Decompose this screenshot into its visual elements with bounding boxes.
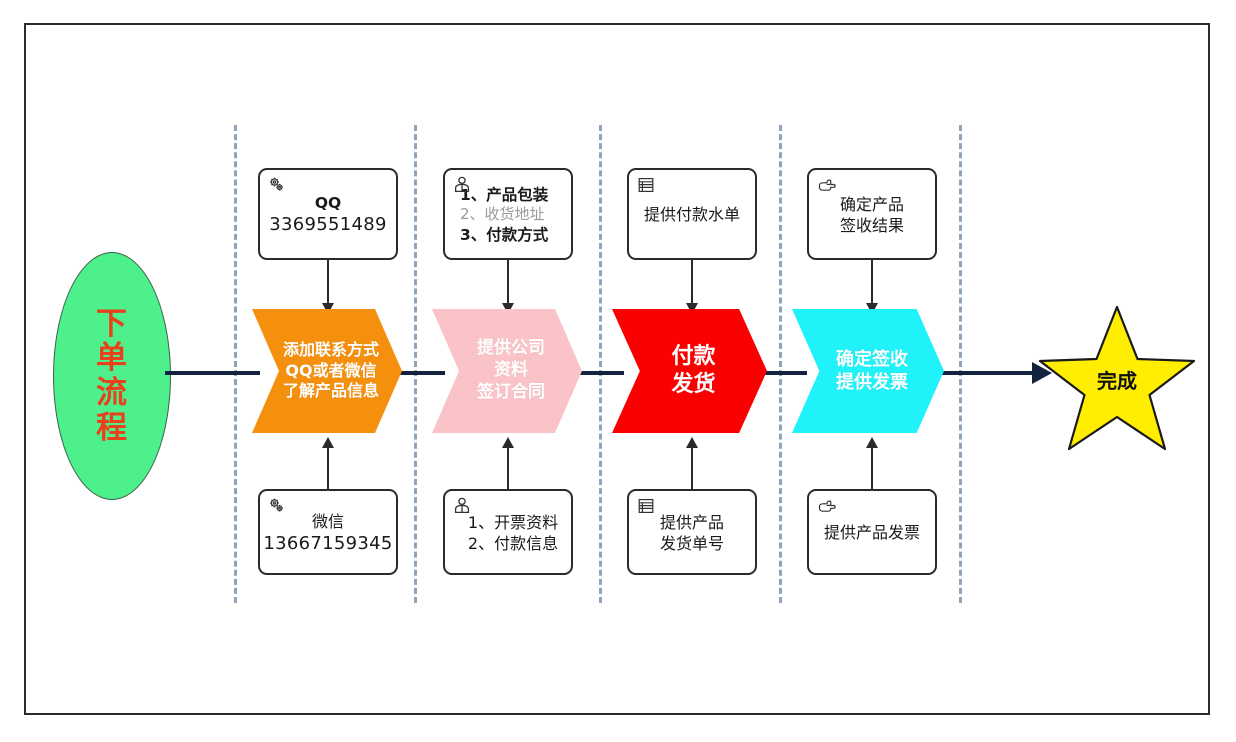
flow-line-2-3 xyxy=(572,371,624,375)
lane-divider-5 xyxy=(959,125,962,603)
note-line: 3、付款方式 xyxy=(460,225,549,244)
note-line: 3369551489 xyxy=(269,214,387,236)
stage-1-chevron-label: 添加联系方式 QQ或者微信 了解产品信息 xyxy=(282,340,379,401)
note-lines: 1、开票资料 2、付款信息 xyxy=(444,512,572,554)
note-line: 1、产品包装 xyxy=(460,185,549,204)
note-line: 2、付款信息 xyxy=(467,534,559,553)
pointing-hand-icon xyxy=(816,496,836,516)
stage-4-chevron[interactable]: 确定签收 提供发票 xyxy=(792,309,944,433)
lane-divider-1 xyxy=(234,125,237,603)
connector-3-bottom xyxy=(691,447,693,492)
stage-1-chevron[interactable]: 添加联系方式 QQ或者微信 了解产品信息 xyxy=(252,309,402,433)
note-stage-2-top[interactable]: 1、产品包装 2、收货地址 3、付款方式 xyxy=(443,168,573,260)
note-lines: QQ 3369551489 xyxy=(264,193,392,237)
note-line: 微信 xyxy=(311,511,344,531)
connector-4-top-arrow xyxy=(866,303,878,314)
connector-1-bottom-arrow xyxy=(322,437,334,448)
stage-3-chevron-label: 付款 发货 xyxy=(671,343,716,397)
connector-1-top-arrow xyxy=(322,303,334,314)
connector-3-top-arrow xyxy=(686,303,698,314)
note-line: 确定产品 xyxy=(839,194,904,214)
connector-3-top xyxy=(691,260,693,306)
connector-2-bottom xyxy=(507,447,509,492)
end-node-label: 完成 xyxy=(1097,369,1137,393)
connector-1-top xyxy=(327,260,329,306)
diagram-frame xyxy=(24,23,1210,715)
note-line: 13667159345 xyxy=(263,532,393,554)
connector-2-bottom-arrow xyxy=(502,437,514,448)
note-line: 发货单号 xyxy=(659,534,724,553)
connector-4-top xyxy=(871,260,873,306)
pointing-hand-icon xyxy=(816,175,836,195)
note-line: 签收结果 xyxy=(839,216,904,235)
note-lines: 提供付款水单 xyxy=(633,204,751,225)
note-stage-4-top[interactable]: 确定产品 签收结果 xyxy=(807,168,937,260)
connector-4-bottom-arrow xyxy=(866,437,878,448)
note-line: 提供付款水单 xyxy=(643,205,740,225)
lane-divider-4 xyxy=(779,125,782,603)
start-node[interactable]: 下单流程 xyxy=(53,252,171,500)
list-document-icon xyxy=(636,175,656,195)
flow-line-1-2 xyxy=(390,371,445,375)
list-document-icon xyxy=(636,496,656,516)
flow-line-3-4 xyxy=(757,371,807,375)
end-node[interactable]: 完成 xyxy=(1037,303,1197,455)
stage-2-chevron-label: 提供公司 资料 签订合同 xyxy=(477,338,545,402)
lane-divider-3 xyxy=(599,125,602,603)
note-stage-1-top[interactable]: QQ 3369551489 xyxy=(258,168,398,260)
person-icon xyxy=(452,496,472,516)
gears-icon xyxy=(267,175,287,195)
star-icon xyxy=(1038,305,1196,451)
note-stage-2-bottom[interactable]: 1、开票资料 2、付款信息 xyxy=(443,489,573,575)
stage-4-chevron-label: 确定签收 提供发票 xyxy=(836,348,908,393)
note-line: 提供产品 xyxy=(659,512,724,532)
connector-1-bottom xyxy=(327,447,329,492)
connector-4-bottom xyxy=(871,447,873,492)
note-stage-3-bottom[interactable]: 提供产品 发货单号 xyxy=(627,489,757,575)
note-stage-4-bottom[interactable]: 提供产品发票 xyxy=(807,489,937,575)
note-lines: 提供产品发票 xyxy=(813,522,931,543)
gears-icon xyxy=(267,496,287,516)
note-lines: 微信 13667159345 xyxy=(263,511,393,556)
lane-divider-2 xyxy=(414,125,417,603)
note-lines: 确定产品 签收结果 xyxy=(813,194,931,236)
flow-line-start xyxy=(165,371,260,375)
note-line: 提供产品发票 xyxy=(823,523,920,543)
connector-2-top-arrow xyxy=(502,303,514,314)
person-icon xyxy=(452,175,472,195)
connector-2-top xyxy=(507,260,509,306)
note-lines: 1、产品包装 2、收货地址 3、付款方式 xyxy=(438,185,578,246)
connector-3-bottom-arrow xyxy=(686,437,698,448)
start-node-label: 下单流程 xyxy=(96,305,128,446)
flow-line-4-end xyxy=(937,371,1032,375)
note-stage-3-top[interactable]: 提供付款水单 xyxy=(627,168,757,260)
note-stage-1-bottom[interactable]: 微信 13667159345 xyxy=(258,489,398,575)
note-line: 1、开票资料 xyxy=(467,512,559,532)
note-lines: 提供产品 发货单号 xyxy=(633,512,751,554)
note-line: QQ xyxy=(314,193,342,212)
note-line: 2、收货地址 xyxy=(460,205,545,224)
